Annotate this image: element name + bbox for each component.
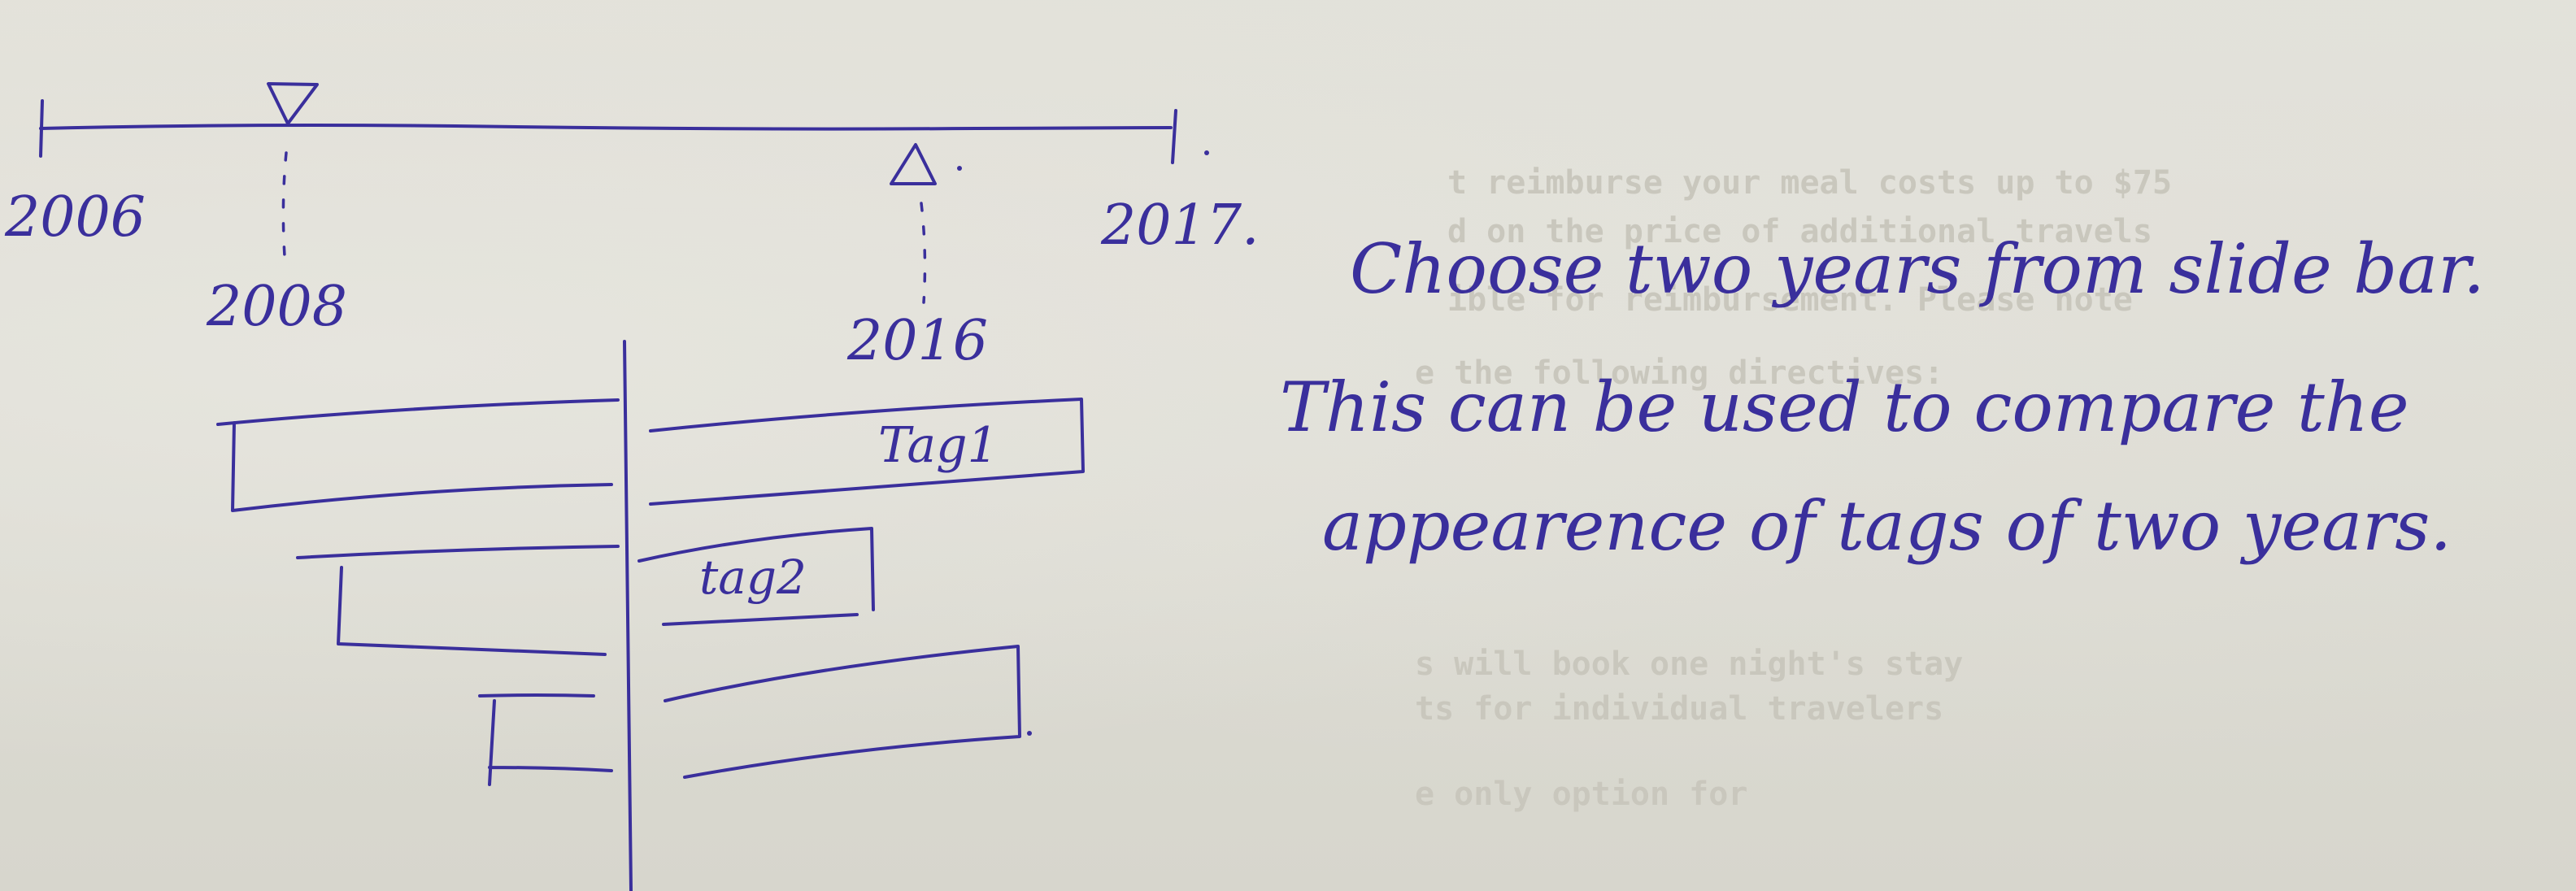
handle-1-dashed-line bbox=[281, 151, 288, 258]
svg-text:e only option for: e only option for bbox=[1415, 776, 1747, 813]
note-line-3: appearence of tags of two years. bbox=[1322, 486, 2452, 566]
svg-text:e the following directives:: e the following directives: bbox=[1415, 354, 1943, 392]
note-line-2: This can be used to compare the bbox=[1280, 367, 2409, 447]
handle-2-dot bbox=[957, 166, 962, 171]
selected-year-label-1: 2008 bbox=[206, 275, 347, 339]
svg-text:s will book one night's stay: s will book one night's stay bbox=[1415, 645, 1963, 683]
selected-year-handle-1[interactable] bbox=[267, 82, 319, 125]
year-slider[interactable]: 2006 2017. 2008 2016 bbox=[4, 82, 1260, 373]
tag-label-1: Tag1 bbox=[878, 417, 999, 474]
annotation-notes: Choose two years from slide bar. This ca… bbox=[1280, 229, 2485, 566]
selected-year-handle-2[interactable] bbox=[890, 143, 937, 185]
slider-end-label: 2017. bbox=[1100, 193, 1260, 258]
end-dot bbox=[1204, 150, 1209, 155]
left-bar-2 bbox=[296, 545, 620, 656]
right-bar-3 bbox=[664, 645, 1021, 779]
tag-comparison-chart: Tag1 tag2 bbox=[216, 340, 1085, 891]
selected-year-label-2: 2016 bbox=[846, 309, 988, 373]
left-bar-3 bbox=[478, 693, 613, 786]
slider-start-tick bbox=[39, 99, 44, 158]
slider-start-label: 2006 bbox=[4, 185, 146, 250]
note-line-1: Choose two years from slide bar. bbox=[1350, 229, 2485, 309]
show-through-text: t reimburse your meal costs up to $75 d … bbox=[1415, 164, 2172, 813]
center-axis bbox=[623, 340, 633, 891]
slider-track bbox=[39, 124, 1173, 131]
svg-text:d on the price of additional t: d on the price of additional travels bbox=[1447, 213, 2152, 250]
slider-end-tick bbox=[1171, 109, 1177, 164]
svg-text:ible for reimbursement. Please: ible for reimbursement. Please note bbox=[1447, 281, 2133, 319]
svg-text:ts for individual travelers: ts for individual travelers bbox=[1415, 690, 1943, 728]
bar-end-dot bbox=[1027, 731, 1032, 736]
right-bar-1 bbox=[649, 398, 1085, 506]
handle-2-dashed-line bbox=[920, 202, 927, 304]
right-bar-2 bbox=[637, 527, 875, 626]
tag-label-2: tag2 bbox=[699, 550, 807, 605]
left-bar-1 bbox=[216, 398, 620, 512]
svg-text:t reimburse your meal costs up: t reimburse your meal costs up to $75 bbox=[1447, 164, 2172, 202]
